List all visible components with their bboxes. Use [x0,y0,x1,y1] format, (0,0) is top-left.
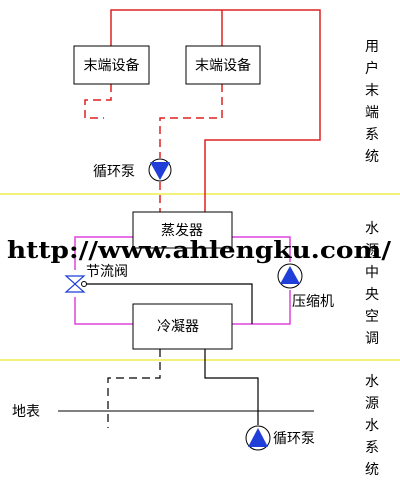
section-label-user-system: 用 户 末 端 系 统 [365,39,379,165]
svg-text:末: 末 [365,83,379,99]
ground-surface-label: 地表 [12,404,40,420]
svg-text:源: 源 [365,396,379,412]
svg-text:中: 中 [365,265,379,281]
terminal-unit-label-1: 末端设备 [84,57,140,74]
svg-text:统: 统 [365,149,379,165]
svg-text:系: 系 [365,127,379,143]
red-supply-pipes [110,9,321,212]
svg-text:用: 用 [365,39,379,55]
condenser-box [132,303,233,350]
svg-text:央: 央 [365,287,379,303]
svg-text:统: 统 [365,462,379,478]
svg-text:端: 端 [365,105,379,121]
circulation-pump-bottom-icon [245,425,271,451]
compressor-icon [277,263,303,289]
section-label-water-system: 水 源 水 系 统 [365,374,379,478]
throttle-valve-label: 节流阀 [86,264,128,280]
watermark-url: http://www.ahlengku.com/ [7,237,392,264]
svg-text:系: 系 [365,440,379,456]
terminal-unit-label-2: 末端设备 [195,57,251,74]
terminal-unit-box-2 [185,45,261,85]
evaporator-box [132,211,233,249]
circulation-pump-bottom-label: 循环泵 [273,431,315,447]
throttle-valve-icon [64,275,87,293]
section-label-central-ac: 水 源 中 央 空 调 [365,221,379,347]
svg-text:水: 水 [365,418,379,434]
svg-text:源: 源 [365,243,379,259]
svg-text:水: 水 [365,374,379,390]
circulation-pump-top-icon [148,158,172,182]
svg-text:户: 户 [365,60,379,77]
condenser-label: 冷凝器 [157,319,199,335]
compressor-label: 压缩机 [292,294,334,310]
refrigerant-circuit-pipes [74,236,291,325]
terminal-unit-box-1 [73,45,150,85]
black-connecting-lines [82,283,259,425]
svg-text:空: 空 [365,309,379,325]
dashed-well-pipes [107,349,161,428]
circulation-pump-top-label: 循环泵 [93,164,135,180]
evaporator-label: 蒸发器 [161,223,203,239]
svg-text:调: 调 [365,331,379,347]
svg-text:水: 水 [365,221,379,237]
dashed-return-pipes [84,84,223,212]
